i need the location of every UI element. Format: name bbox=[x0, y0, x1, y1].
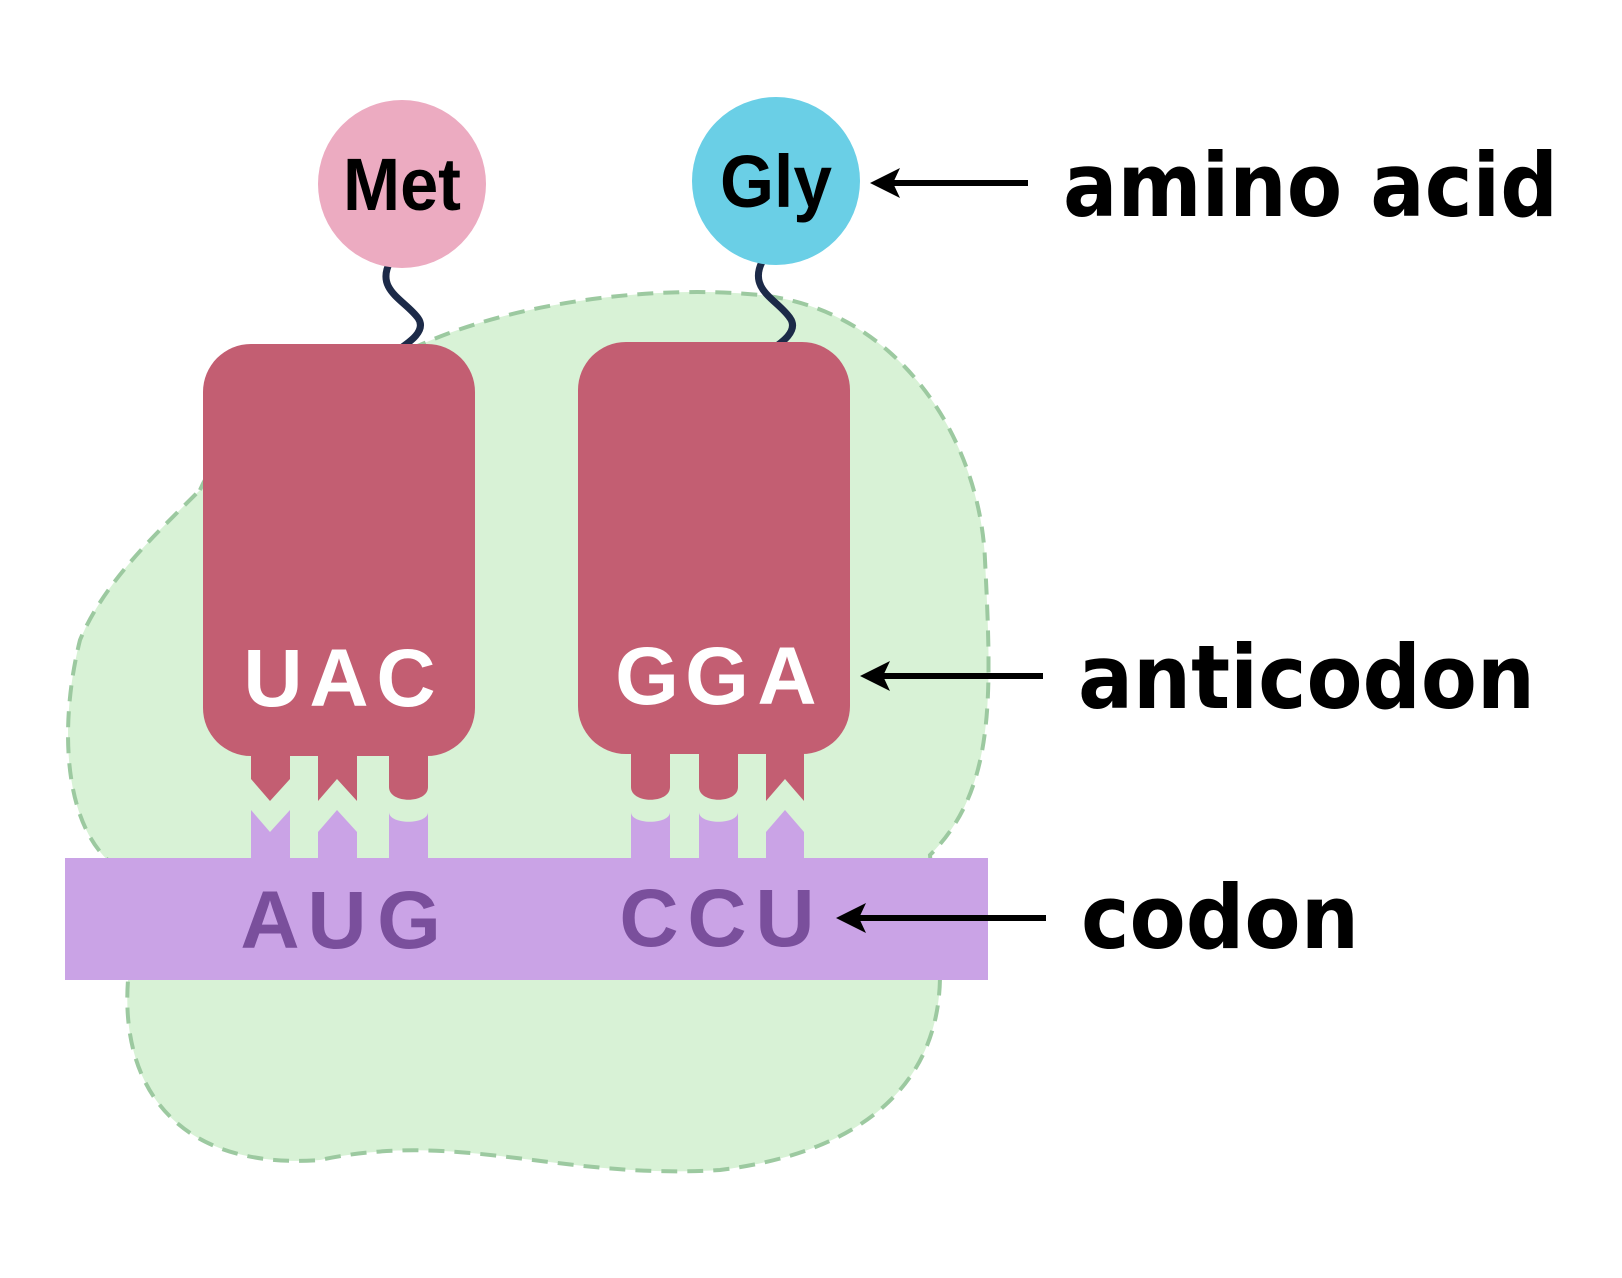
trna-right-peg-2 bbox=[699, 750, 738, 800]
anticodon-left-1: U bbox=[243, 633, 302, 724]
codon-right-1: C bbox=[619, 873, 678, 964]
codon-left-1: A bbox=[240, 875, 299, 966]
codon-left-2: U bbox=[307, 875, 366, 966]
anticodon-right-1: G bbox=[615, 631, 679, 722]
trna-right-peg-3 bbox=[766, 750, 804, 801]
amino-acid-label: amino acid bbox=[1063, 134, 1558, 237]
codon-right-peg-2 bbox=[699, 812, 738, 860]
anticodon-right-3: A bbox=[757, 631, 816, 722]
amino-acid-arrow bbox=[870, 168, 1028, 198]
codon-left-peg-1 bbox=[251, 810, 290, 860]
codon-left-peg-2 bbox=[318, 810, 357, 860]
trna-left-peg-1 bbox=[251, 750, 290, 801]
met-amino-acid-label: Met bbox=[343, 143, 461, 226]
trna-left: U A C bbox=[203, 344, 475, 801]
codon-left-peg-3 bbox=[389, 812, 428, 860]
trna-left-peg-2 bbox=[318, 750, 357, 801]
codon-right-peg-3 bbox=[766, 810, 804, 860]
gly-amino-acid-label: Gly bbox=[720, 140, 832, 223]
trna-right-peg-1 bbox=[631, 750, 670, 800]
codon-pegs-right bbox=[631, 810, 804, 860]
codon-right-2: C bbox=[687, 873, 746, 964]
met-amino-acid-circle bbox=[318, 100, 486, 268]
codon-label: codon bbox=[1081, 866, 1359, 969]
anticodon-left-2: A bbox=[309, 633, 368, 724]
anticodon-arrow bbox=[860, 661, 1043, 691]
gly-amino-acid-circle bbox=[692, 97, 860, 265]
codon-right-peg-1 bbox=[631, 812, 670, 860]
met-linker bbox=[382, 258, 424, 356]
trna-right: G G A bbox=[578, 342, 850, 801]
anticodon-right-2: G bbox=[685, 631, 749, 722]
mrna-strand bbox=[65, 858, 988, 980]
codon-pegs-left bbox=[251, 810, 428, 860]
codon-arrow bbox=[836, 903, 1046, 933]
codon-right-3: U bbox=[755, 873, 814, 964]
trna-right-body bbox=[578, 342, 850, 754]
trna-left-body bbox=[203, 344, 475, 756]
codon-left-3: G bbox=[377, 875, 441, 966]
trna-left-peg-3 bbox=[389, 750, 428, 800]
anticodon-left-3: C bbox=[376, 633, 435, 724]
anticodon-label: anticodon bbox=[1078, 626, 1535, 729]
